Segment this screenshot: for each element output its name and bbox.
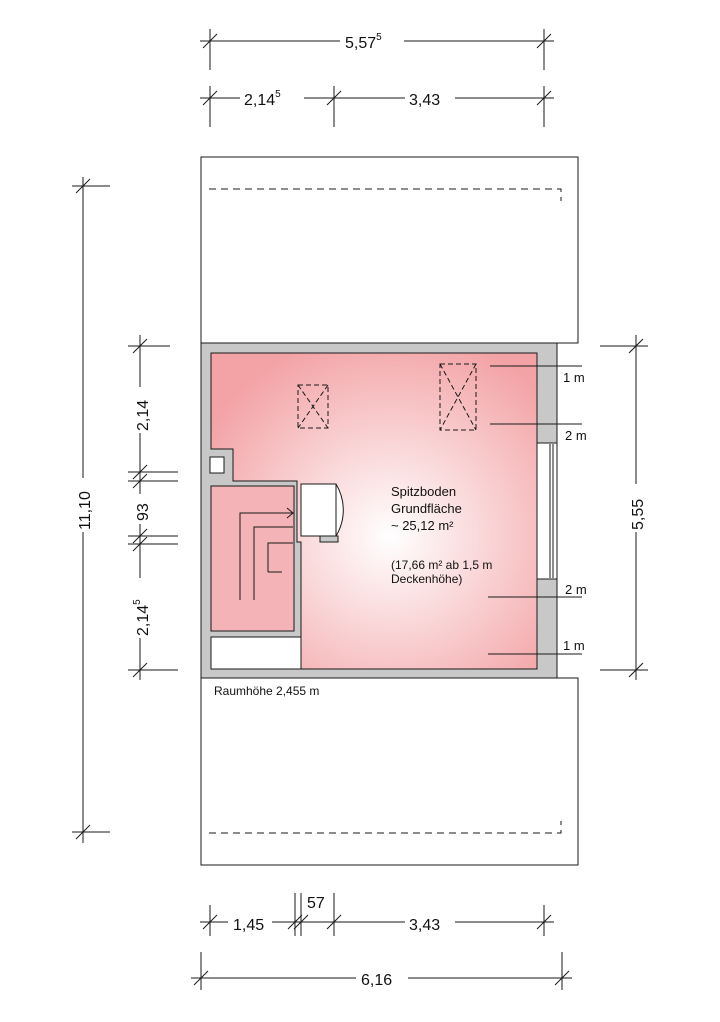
dim-top-left: 2,145: [244, 89, 281, 109]
skylight-icon: [439, 363, 477, 431]
chimney: [209, 456, 225, 474]
dim-left-mid: 93: [135, 503, 152, 521]
roof-dashed-edge-bottom: [209, 821, 562, 834]
window-opening: [536, 442, 558, 580]
dim-bottom-right: 3,43: [409, 917, 440, 934]
height-marker-2m-top: 2 m: [565, 428, 587, 443]
height-marker-1m-bottom: 1 m: [563, 638, 585, 653]
room-note-line1: (17,66 m² ab 1,5 m: [391, 558, 492, 572]
storage-floor: [210, 636, 302, 670]
dim-left-lower: 2,145: [132, 599, 152, 636]
dim-bottom-total: 6,16: [361, 972, 392, 989]
skylight-icon: [297, 384, 329, 429]
dim-top-right: 3,43: [409, 92, 440, 109]
roof-slope-bottom: [200, 677, 579, 866]
dim-left-total: 11,10: [77, 491, 94, 530]
room-area: ~ 25,12 m²: [391, 518, 454, 533]
ceiling-height-label: Raumhöhe 2,455 m: [214, 684, 319, 698]
dim-bottom-left: 1,45: [233, 917, 264, 934]
dim-left-upper: 2,14: [135, 400, 152, 431]
room-name-line1: Spitzboden: [391, 484, 456, 499]
height-marker-1m-top: 1 m: [563, 370, 585, 385]
dim-top-total: 5,575: [345, 32, 382, 52]
dim-bottom-mid: 57: [307, 895, 325, 912]
room-note-line2: Deckenhöhe): [391, 572, 462, 586]
roof-dashed-edge-top: [209, 188, 562, 201]
height-marker-2m-bottom: 2 m: [565, 582, 587, 597]
side-room-floor: [210, 485, 295, 632]
door-swing-icon: [300, 483, 344, 543]
attic-floor: [210, 352, 538, 670]
roof-slope-top: [200, 156, 579, 344]
stair-icon: [239, 507, 294, 600]
dim-right-total: 5,55: [630, 499, 647, 530]
room-name-line2: Grundfläche: [391, 501, 462, 516]
